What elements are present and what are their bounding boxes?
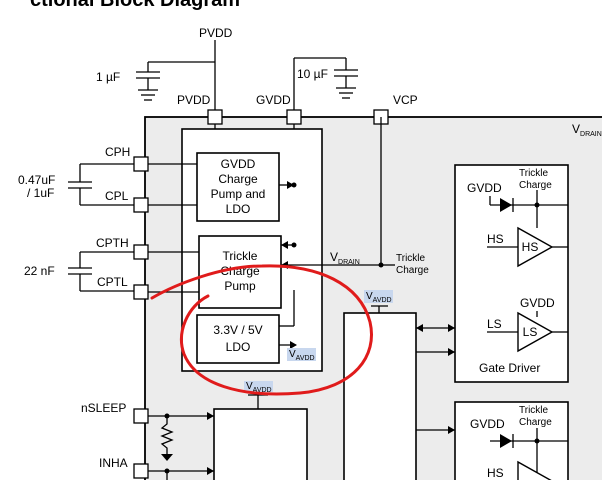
logic-gate-arrow-3 — [448, 426, 455, 434]
gate-driver-b-trickle-1: Trickle — [519, 405, 549, 416]
nsleep-gnd — [161, 454, 173, 461]
vcp-pin-label: VCP — [393, 93, 418, 107]
gvdd-charge-pump-block — [196, 152, 280, 222]
trickle-charge-out-line1: Trickle — [396, 253, 426, 264]
nsleep-arrow — [207, 412, 214, 420]
gvdd-cp-arrow — [287, 181, 294, 189]
gvdd-cp-line3: Pump and — [211, 187, 266, 201]
inha-pin — [133, 463, 149, 479]
gate-driver-ls-amp — [517, 311, 554, 353]
cpl-label: CPL — [105, 189, 129, 203]
gate-driver-b-gvdd: GVDD — [470, 417, 505, 431]
gate-driver-hs-amp-label: HS — [522, 240, 539, 254]
vavdd-label-3: VAVDD — [246, 381, 272, 394]
gate-driver-diode — [500, 198, 512, 212]
vavdd-highlight-1 — [287, 348, 316, 361]
trickle-charge-out-line2: Charge — [396, 265, 429, 276]
gvdd-node-2 — [291, 242, 297, 248]
trickle-charge-pump-block — [198, 235, 282, 309]
vdrain-corner-label: VDRAIN — [572, 122, 602, 138]
cpl-pin — [133, 197, 149, 213]
vavdd-label-2: VAVDD — [366, 291, 392, 304]
ldo-out-arrow — [290, 341, 297, 349]
nsleep-pin — [133, 408, 149, 424]
gate-driver-ls-amp-label: LS — [523, 325, 538, 339]
cph-label: CPH — [105, 145, 130, 159]
gate-driver-trickle-1: Trickle — [519, 168, 549, 179]
gate-driver-trickle-2: Charge — [519, 180, 552, 191]
gate-driver-label: Gate Driver — [479, 361, 540, 375]
cpth-label: CPTH — [96, 236, 129, 250]
trickle-cp-line3: Pump — [224, 279, 256, 293]
gate-driver-block — [454, 164, 569, 383]
gvdd-cp-line1: GVDD — [221, 157, 256, 171]
nsleep-label: nSLEEP — [81, 401, 126, 415]
logic-gate-arrow-l — [416, 324, 423, 332]
gvdd-pin — [286, 109, 302, 125]
red-annotation-circle — [150, 264, 373, 396]
gate-driver-gvdd: GVDD — [467, 181, 502, 195]
cptl-pin — [133, 284, 149, 300]
cap-047-label: 0.47uF — [18, 173, 55, 187]
nsleep-resistor — [160, 416, 174, 454]
pvdd-pin — [207, 109, 223, 125]
logic-gate-arrow-2 — [448, 348, 455, 356]
diagram-title: ctional Block Diagram — [30, 0, 240, 11]
pvdd-top-label: PVDD — [199, 26, 233, 40]
gvdd-cp-line4: LDO — [226, 202, 251, 216]
ldo-line2: LDO — [226, 340, 251, 354]
vavdd-highlight-2 — [364, 290, 393, 303]
ldo-line1: 3.3V / 5V — [213, 323, 262, 337]
cap-1uf-label: 1 µF — [96, 70, 120, 84]
inha-label: INHA — [99, 456, 128, 470]
cap-1uf-alt-label: / 1uF — [27, 186, 54, 200]
cpth-pin — [133, 244, 149, 260]
gate-driver-ls-label: LS — [487, 317, 502, 331]
trickle-cp-line1: Trickle — [223, 249, 258, 263]
gvdd-pin-label: GVDD — [256, 93, 291, 107]
cph-pin — [133, 156, 149, 172]
vavdd-highlight-3 — [244, 381, 273, 392]
cap-10uf-label: 10 µF — [297, 67, 328, 81]
logic-gate-arrow-r — [448, 324, 455, 332]
gate-driver-b-hs-label: HS — [487, 466, 504, 480]
vavdd-label-1: VAVDD — [289, 349, 315, 362]
cptl-label: CPTL — [97, 275, 128, 289]
gvdd-cp-line2: Charge — [218, 172, 258, 186]
gvdd-node-1 — [291, 182, 297, 188]
logic-block — [343, 312, 417, 480]
input-logic-block — [213, 408, 308, 480]
gate-driver-b-diode — [500, 434, 512, 448]
pvdd-pin-label: PVDD — [177, 93, 211, 107]
gate-driver-gvdd2: GVDD — [520, 296, 555, 310]
gate-driver-hs-amp — [517, 226, 554, 268]
gate-driver-b-hs-amp — [517, 460, 552, 480]
gvdd-trickle-arrow — [281, 241, 288, 249]
vdrain-label: VDRAIN — [330, 250, 360, 266]
inha-arrow — [207, 467, 214, 475]
gate-driver-hs-label: HS — [487, 232, 504, 246]
gate-driver-b-trickle-2: Charge — [519, 417, 552, 428]
ldo-block — [196, 314, 280, 364]
cap-22nf-label: 22 nF — [24, 264, 55, 278]
